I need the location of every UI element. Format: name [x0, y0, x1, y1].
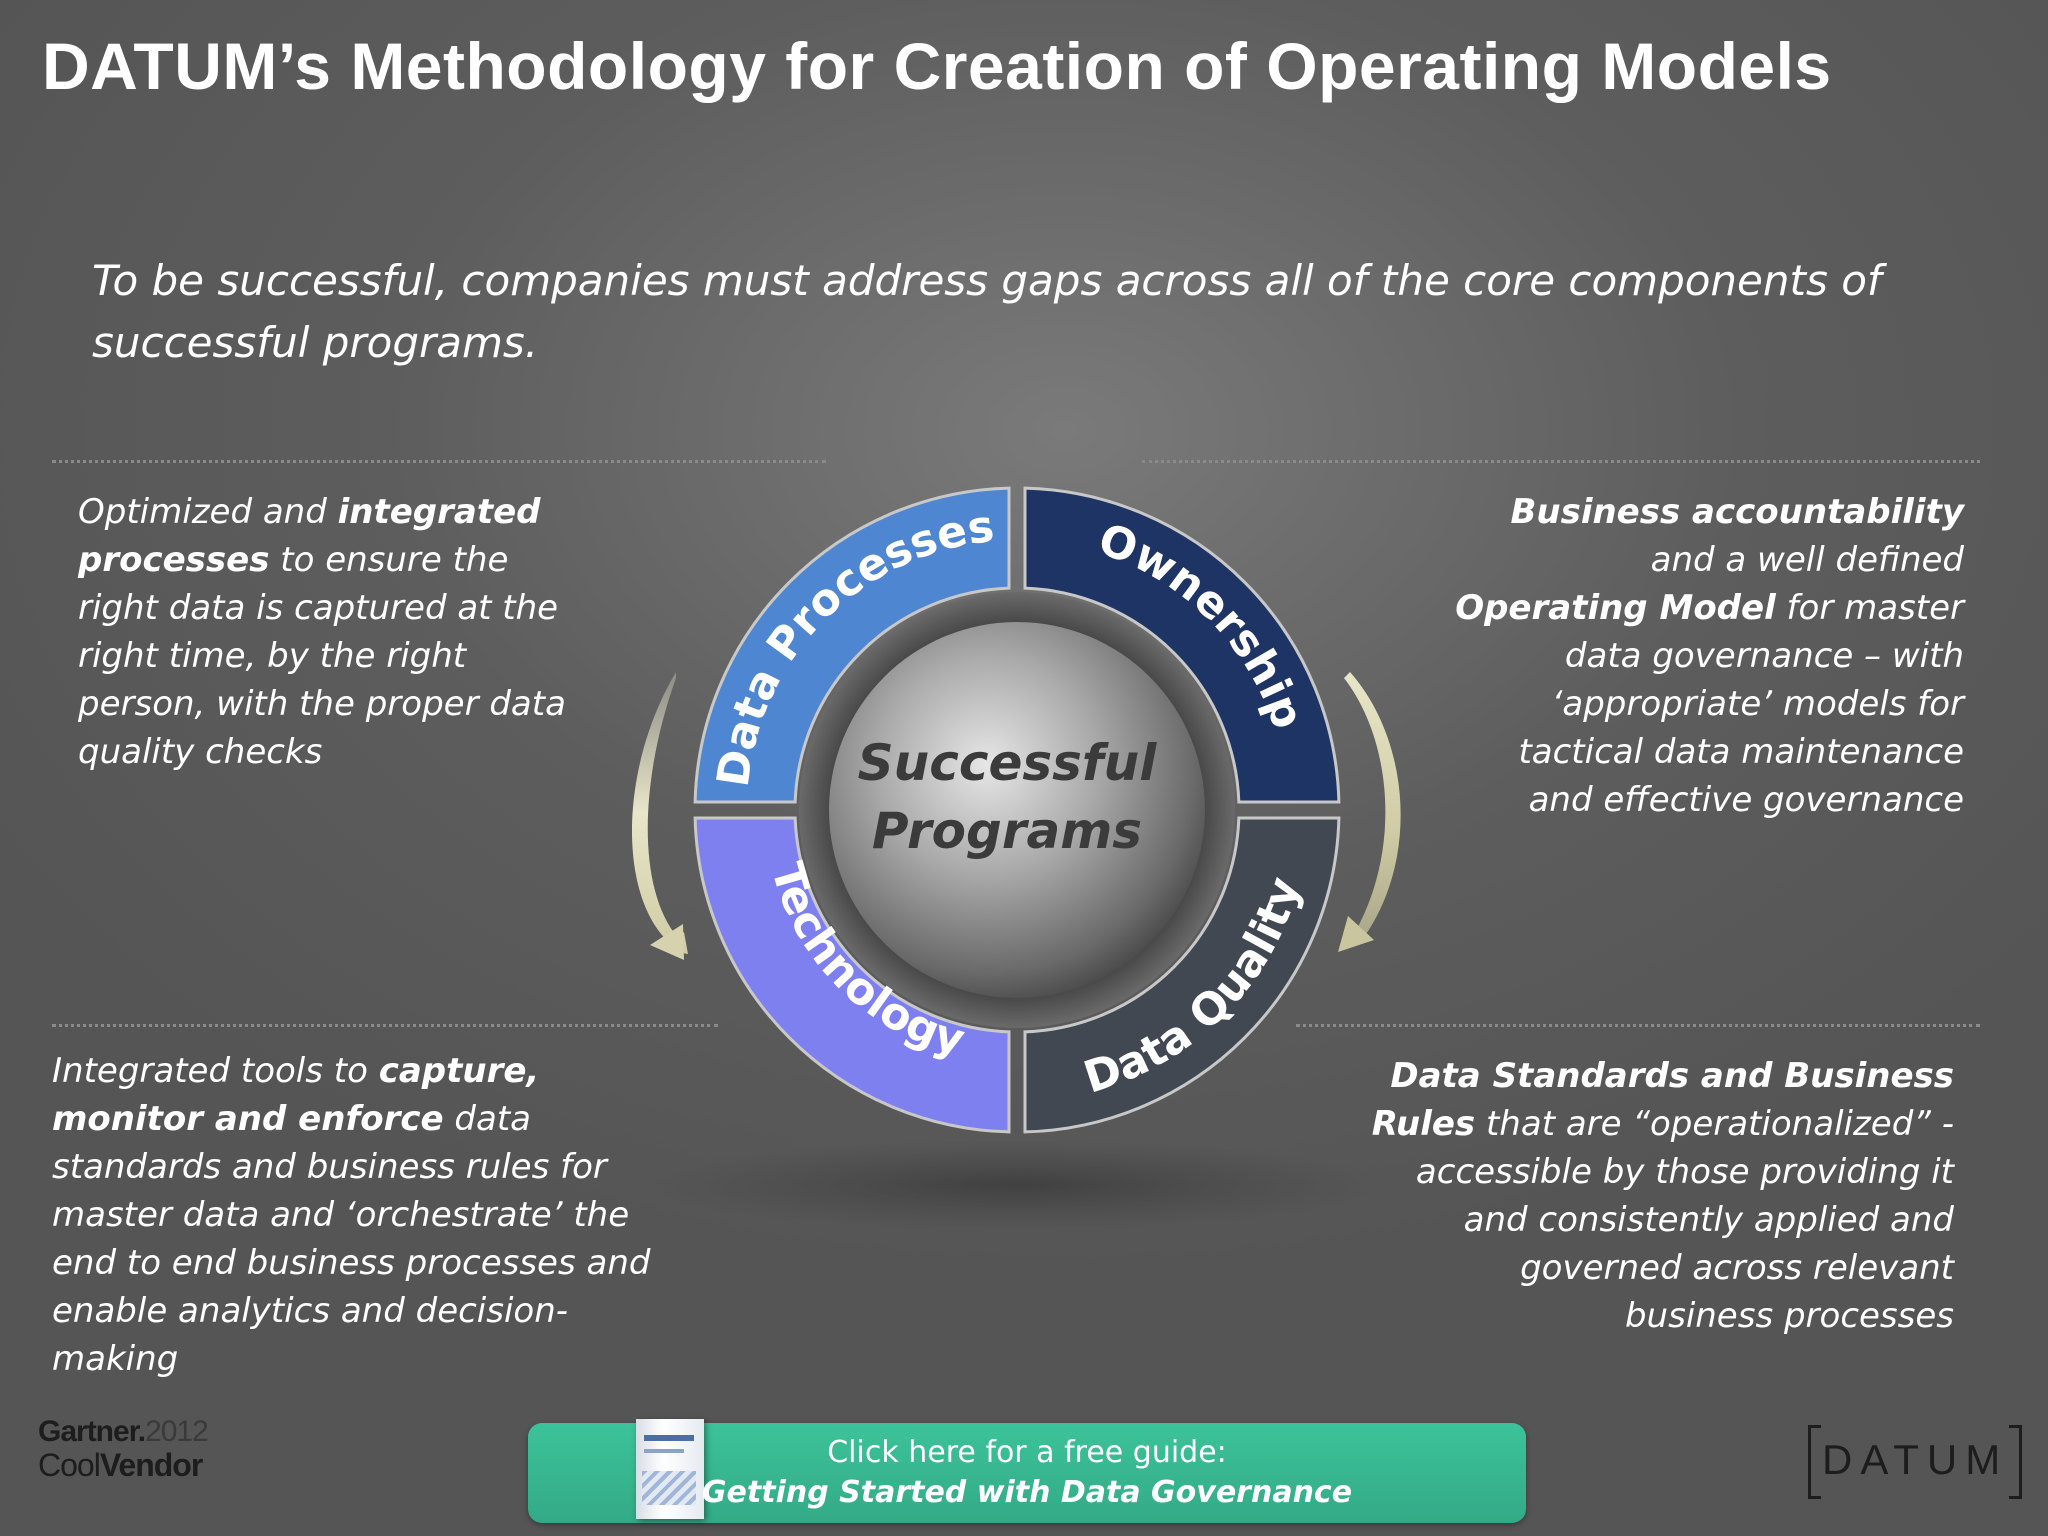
- cta-line2: Getting Started with Data Governance: [701, 1475, 1353, 1510]
- segment-ring: [693, 486, 1341, 1134]
- page-title: DATUM’s Methodology for Creation of Oper…: [42, 29, 1832, 103]
- segment-data-processes: [693, 486, 1011, 804]
- guide-book-icon: [636, 1419, 704, 1519]
- divider-bottom-left: [52, 1024, 718, 1027]
- segment-data-quality: [1023, 816, 1341, 1134]
- cta-line1: Click here for a free guide:: [827, 1435, 1227, 1470]
- center-label-line1: Successful: [858, 734, 1158, 792]
- segment-technology: [693, 816, 1011, 1134]
- description-ownership: Business accountability and a well defin…: [1455, 492, 1964, 820]
- cycle-arrow-left: [631, 672, 688, 960]
- diagram-shadow: [647, 1140, 1387, 1230]
- divider-top-right: [1142, 460, 1980, 463]
- divider-bottom-right: [1296, 1024, 1980, 1027]
- datum-logo: DATUM: [1808, 1425, 2023, 1499]
- segment-ownership: [1023, 486, 1341, 804]
- free-guide-button[interactable]: Click here for a free guide: Getting Sta…: [528, 1419, 1526, 1523]
- gartner-cool-vendor-logo: Gartner.2012 CoolVendor: [38, 1415, 209, 1483]
- page-subtitle: To be successful, companies must address…: [92, 256, 1882, 367]
- divider-top-left: [52, 460, 826, 463]
- cycle-arrow-right: [1338, 672, 1401, 952]
- description-data-quality: Data Standards and Business Rules that a…: [1371, 1056, 1954, 1336]
- description-technology: Integrated tools to capture, monitor and…: [52, 1051, 651, 1379]
- center-label-line2: Programs: [872, 802, 1142, 860]
- center-sphere: [829, 622, 1205, 998]
- description-data-processes: Optimized and integrated processes to en…: [78, 492, 566, 772]
